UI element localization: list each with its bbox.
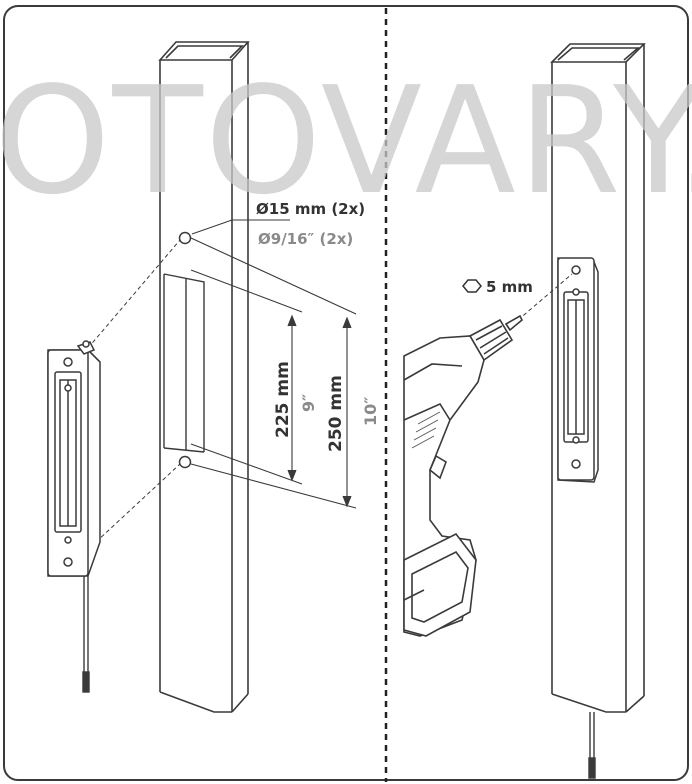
post-cutout xyxy=(163,273,205,453)
lock-plate-left xyxy=(47,340,101,577)
drill-alignment xyxy=(517,273,573,321)
dim-inner-mm-label: 225 mm xyxy=(273,361,293,438)
post-hole-top xyxy=(178,231,192,245)
hole-leader xyxy=(191,219,290,235)
post-hole-bottom xyxy=(178,455,192,469)
dimension-lines xyxy=(190,237,357,509)
power-drill xyxy=(403,314,523,637)
dim-inner-in-label: 9″ xyxy=(299,394,318,412)
hex-key-size-label: 5 mm xyxy=(486,278,533,296)
dim-outer-mm-label: 250 mm xyxy=(326,375,346,452)
hexagon-icon xyxy=(462,279,482,293)
hole-size-mm-label: Ø15 mm (2x) xyxy=(256,200,365,218)
frame-border xyxy=(3,5,689,781)
alignment-dashes xyxy=(87,239,181,543)
watermark-text: OTOVARY.c xyxy=(0,55,692,227)
hole-size-in-label: Ø9/16″ (2x) xyxy=(258,230,353,248)
left-post xyxy=(158,41,250,713)
lock-plate-right xyxy=(557,257,599,483)
right-post xyxy=(550,43,646,713)
dim-outer-in-label: 10″ xyxy=(361,397,380,426)
cable-left xyxy=(82,576,90,693)
cable-right xyxy=(588,712,596,779)
